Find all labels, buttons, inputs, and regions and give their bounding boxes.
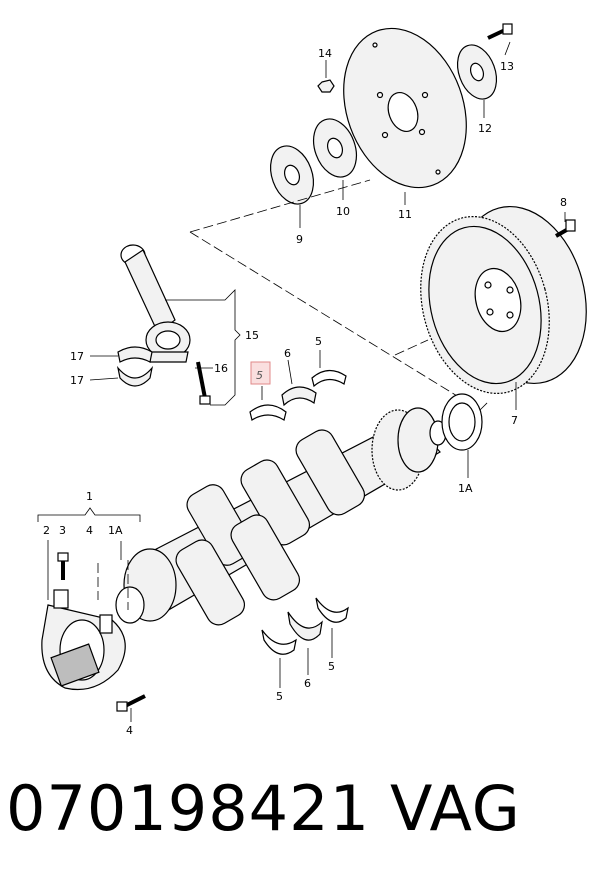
conrod-bearing-shells	[116, 346, 154, 387]
bearing-shell-6-upper	[281, 386, 317, 407]
label-13: 13	[500, 60, 514, 73]
label-4-top: 4	[86, 524, 93, 537]
bolt-8	[555, 219, 576, 238]
spacer-disc-12	[456, 44, 498, 100]
bolt-4-bottom	[116, 694, 146, 712]
nut-14	[317, 79, 335, 93]
label-12: 12	[478, 122, 492, 135]
label-7: 7	[511, 414, 518, 427]
label-1a-seal: 1A	[458, 482, 473, 495]
part-number: 070198421	[6, 772, 371, 845]
label-4-bottom: 4	[126, 724, 133, 737]
label-16: 16	[214, 362, 228, 375]
label-17-upper: 17	[70, 350, 84, 363]
crankshaft	[115, 407, 447, 626]
label-6-upper: 6	[284, 347, 291, 360]
label-17-lower: 17	[70, 374, 84, 387]
label-10: 10	[336, 205, 350, 218]
label-5-lower-left: 5	[276, 690, 283, 703]
label-1a-crank: 1A	[108, 524, 123, 537]
spacer-disc-10	[312, 118, 358, 178]
bearing-shell-6-lower	[287, 611, 323, 641]
flywheel	[420, 205, 587, 395]
label-6-lower: 6	[304, 677, 311, 690]
front-seal-housing	[41, 589, 126, 691]
label-2: 2	[43, 524, 50, 537]
label-15: 15	[245, 329, 259, 342]
bolt-13	[487, 23, 513, 40]
bearing-shell-5-highlighted	[249, 404, 287, 421]
label-3: 3	[59, 524, 66, 537]
highlight-box	[250, 361, 271, 385]
label-1: 1	[86, 490, 93, 503]
bearing-shell-5-upper	[311, 369, 347, 388]
label-8: 8	[560, 196, 567, 209]
spacer-disc-9	[269, 145, 315, 205]
bearing-shell-5-lower-left	[261, 629, 297, 655]
label-5-highlighted: 5	[256, 369, 263, 382]
bolt-3	[57, 552, 69, 580]
label-5-upper: 5	[315, 335, 322, 348]
crankshaft-seal-rear	[441, 393, 483, 451]
label-14: 14	[318, 47, 332, 60]
label-11: 11	[398, 208, 412, 221]
drive-plate	[343, 27, 467, 189]
label-9: 9	[296, 233, 303, 246]
label-5-lower-right: 5	[328, 660, 335, 673]
bearing-shell-5-lower-right	[315, 597, 349, 623]
brand-name: VAG	[390, 772, 521, 845]
exploded-parts-diagram: 14 13 12 11 10 9 8 7 1A 15 16 17 17 5 6 …	[37, 23, 587, 737]
connecting-rod	[120, 244, 191, 363]
